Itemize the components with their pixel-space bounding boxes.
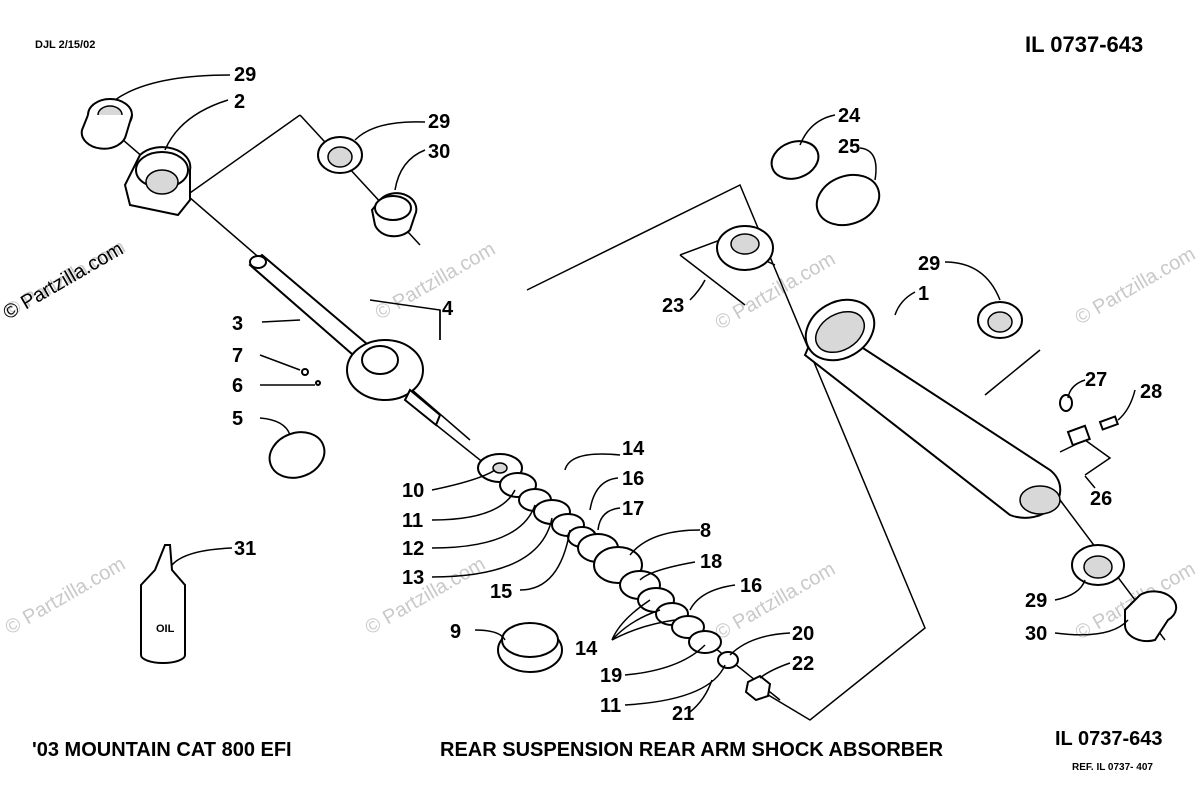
bushing-30-top-middle <box>370 192 418 238</box>
callout-labels: 29 2 29 30 24 25 29 1 23 3 4 7 6 5 27 28… <box>232 64 1162 725</box>
callout-25: 25 <box>838 136 860 158</box>
callout-14-top: 14 <box>622 438 645 460</box>
shock-body-1 <box>803 298 1062 519</box>
drawer-date: DJL 2/15/02 <box>35 39 95 51</box>
diagram-title: REAR SUSPENSION REAR ARM SHOCK ABSORBER <box>440 739 944 761</box>
bushing-30-bottom-right <box>1123 590 1178 643</box>
callout-2: 2 <box>234 91 245 113</box>
callout-8: 8 <box>700 520 711 542</box>
watermark-lower-center-right: © Partzilla.com <box>712 558 840 644</box>
callout-14-lower: 14 <box>575 638 598 660</box>
callout-21: 21 <box>672 703 694 725</box>
illustration-number-bottom: IL 0737-643 <box>1055 728 1163 750</box>
callout-17: 17 <box>622 498 644 520</box>
callout-18: 18 <box>700 551 722 573</box>
illustration-number-top: IL 0737-643 <box>1025 32 1143 57</box>
callout-1: 1 <box>918 283 929 305</box>
callout-13: 13 <box>402 567 424 589</box>
ring-24 <box>770 140 820 180</box>
callout-29-right: 29 <box>918 253 940 275</box>
bushing-29-right <box>977 301 1023 339</box>
callout-5: 5 <box>232 408 243 430</box>
nut-22 <box>744 674 772 702</box>
callout-16-lower: 16 <box>740 575 762 597</box>
oil-bottle-label: OIL <box>156 623 175 635</box>
callout-29-top-left: 29 <box>234 64 256 86</box>
watermark-lower-center: © Partzilla.com <box>362 553 490 639</box>
reference-number: REF. IL 0737- 407 <box>1072 762 1153 773</box>
watermark-lower-left: © Partzilla.com <box>2 553 130 639</box>
watermark-right: © Partzilla.com <box>1072 243 1200 329</box>
callout-24: 24 <box>838 105 861 127</box>
bushing-29-top-left <box>80 98 133 150</box>
callout-11-upper: 11 <box>402 510 423 532</box>
o-ring-5 <box>268 431 326 479</box>
piston-assembly-4 <box>346 339 442 427</box>
callout-11-lower: 11 <box>600 695 621 717</box>
callout-26: 26 <box>1090 488 1112 510</box>
washer-27 <box>1059 394 1073 412</box>
callout-19: 19 <box>600 665 622 687</box>
watermark-center: © Partzilla.com <box>372 238 500 324</box>
model-name: '03 MOUNTAIN CAT 800 EFI <box>32 739 292 761</box>
callout-28: 28 <box>1140 381 1162 403</box>
screw-28 <box>1098 415 1120 431</box>
callout-3: 3 <box>232 313 243 335</box>
callout-30-bottom-right: 30 <box>1025 623 1047 645</box>
ring-9 <box>497 622 563 673</box>
callout-20: 20 <box>792 623 814 645</box>
callout-12: 12 <box>402 538 424 560</box>
callout-29-bottom-right: 29 <box>1025 590 1047 612</box>
callout-22: 22 <box>792 653 814 675</box>
callout-15: 15 <box>490 581 512 603</box>
valve-26 <box>1066 424 1091 447</box>
callout-9: 9 <box>450 621 461 643</box>
bushing-29-top-middle <box>317 136 363 174</box>
eyelet-2 <box>123 146 192 217</box>
bushing-29-bottom-right <box>1071 544 1125 586</box>
callout-4: 4 <box>442 298 454 320</box>
callout-16-top: 16 <box>622 468 644 490</box>
callout-27: 27 <box>1085 369 1107 391</box>
ring-25 <box>815 173 881 227</box>
part-7 <box>301 368 309 376</box>
shaft-3 <box>248 253 382 370</box>
callout-29-top-middle: 29 <box>428 111 450 133</box>
callout-30-top-middle: 30 <box>428 141 450 163</box>
callout-7: 7 <box>232 345 243 367</box>
callout-31: 31 <box>234 538 256 560</box>
seal-23 <box>716 225 774 271</box>
callout-6: 6 <box>232 375 243 397</box>
axis-lines <box>99 114 1166 721</box>
watermark-main: © Partzilla.com <box>0 238 127 324</box>
oil-bottle-31: OIL <box>140 544 186 664</box>
leader-lines <box>114 74 1136 713</box>
part-6 <box>315 380 321 386</box>
callout-10: 10 <box>402 480 424 502</box>
callout-23: 23 <box>662 295 684 317</box>
